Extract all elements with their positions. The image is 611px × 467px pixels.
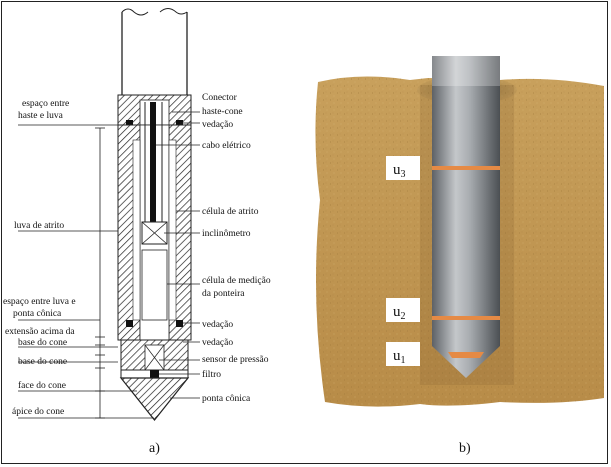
label-gap-sleeve-cone-2: ponta cônica — [13, 309, 62, 319]
label-cone-face: face do cone — [18, 380, 66, 391]
right-leaders — [156, 111, 200, 399]
sensor-label-u3: u3 — [386, 156, 420, 180]
label-cone-apex: ápice do cone — [12, 407, 64, 417]
label-filter: filtro — [202, 369, 221, 380]
conical-tip — [119, 377, 190, 421]
label-connector: Conector — [202, 93, 238, 103]
label-tip-cell: célula de medição — [202, 276, 271, 286]
piezocone-illustration: u3 u2 u1 b) — [315, 56, 604, 456]
u2-filter-ring — [432, 316, 500, 320]
label-ext-above-base: extensão acima da — [5, 327, 75, 337]
label-gap-sleeve-cone: espaço entre luva e — [3, 297, 76, 307]
svg-text:u2: u2 — [393, 304, 406, 322]
label-gap-rod-sleeve: espaço entre — [22, 99, 69, 109]
seal-top — [126, 120, 133, 126]
label-connector-2: haste-cone — [202, 107, 243, 117]
label-pressure-sensor: sensor de pressão — [202, 355, 269, 365]
u1-symbol: u — [393, 348, 401, 364]
u1-subscript: 1 — [401, 355, 406, 366]
left-leaders — [18, 124, 154, 419]
label-friction-cell: célula de atrito — [202, 207, 259, 217]
label-cone-base: base do cone — [18, 357, 67, 367]
u3-subscript: 3 — [401, 169, 406, 180]
u3-filter-ring — [432, 166, 500, 170]
label-gap-rod-sleeve-2: haste e luva — [18, 111, 64, 121]
cone-tip — [432, 346, 500, 378]
u1-filter-ring — [448, 352, 484, 358]
label-seal-mid: vedação — [202, 320, 233, 330]
label-friction-sleeve: luva de atrito — [14, 221, 64, 231]
electric-cable — [150, 102, 156, 222]
push-rod — [121, 8, 188, 96]
label-seal-low: vedação — [202, 338, 233, 348]
u2-subscript: 2 — [401, 311, 406, 322]
dimension-lines — [95, 127, 105, 419]
tip-load-cell — [141, 249, 168, 321]
svg-text:u3: u3 — [393, 162, 406, 180]
u2-symbol: u — [393, 304, 401, 320]
sensor-label-u2: u2 — [386, 298, 420, 322]
caption-b: b) — [459, 441, 471, 456]
svg-text:u1: u1 — [393, 348, 406, 366]
seal-mid — [126, 320, 133, 327]
label-cable: cabo elétrico — [202, 141, 251, 151]
piezocone-cross-section: espaço entre haste e luva luva de atrito… — [3, 8, 271, 456]
sensor-label-u1: u1 — [386, 342, 420, 366]
u3-symbol: u — [393, 162, 401, 178]
label-ext-above-base-2: base do cone — [18, 338, 67, 348]
inclinometer — [141, 221, 168, 245]
cone-rod — [432, 56, 500, 346]
label-conical-tip: ponta cônica — [202, 394, 251, 404]
cone-body — [120, 339, 189, 371]
label-tip-cell-2: da ponteira — [202, 289, 245, 299]
caption-a: a) — [149, 441, 160, 456]
label-seal-top: vedação — [202, 120, 233, 130]
label-inclinometer: inclinômetro — [202, 229, 251, 239]
